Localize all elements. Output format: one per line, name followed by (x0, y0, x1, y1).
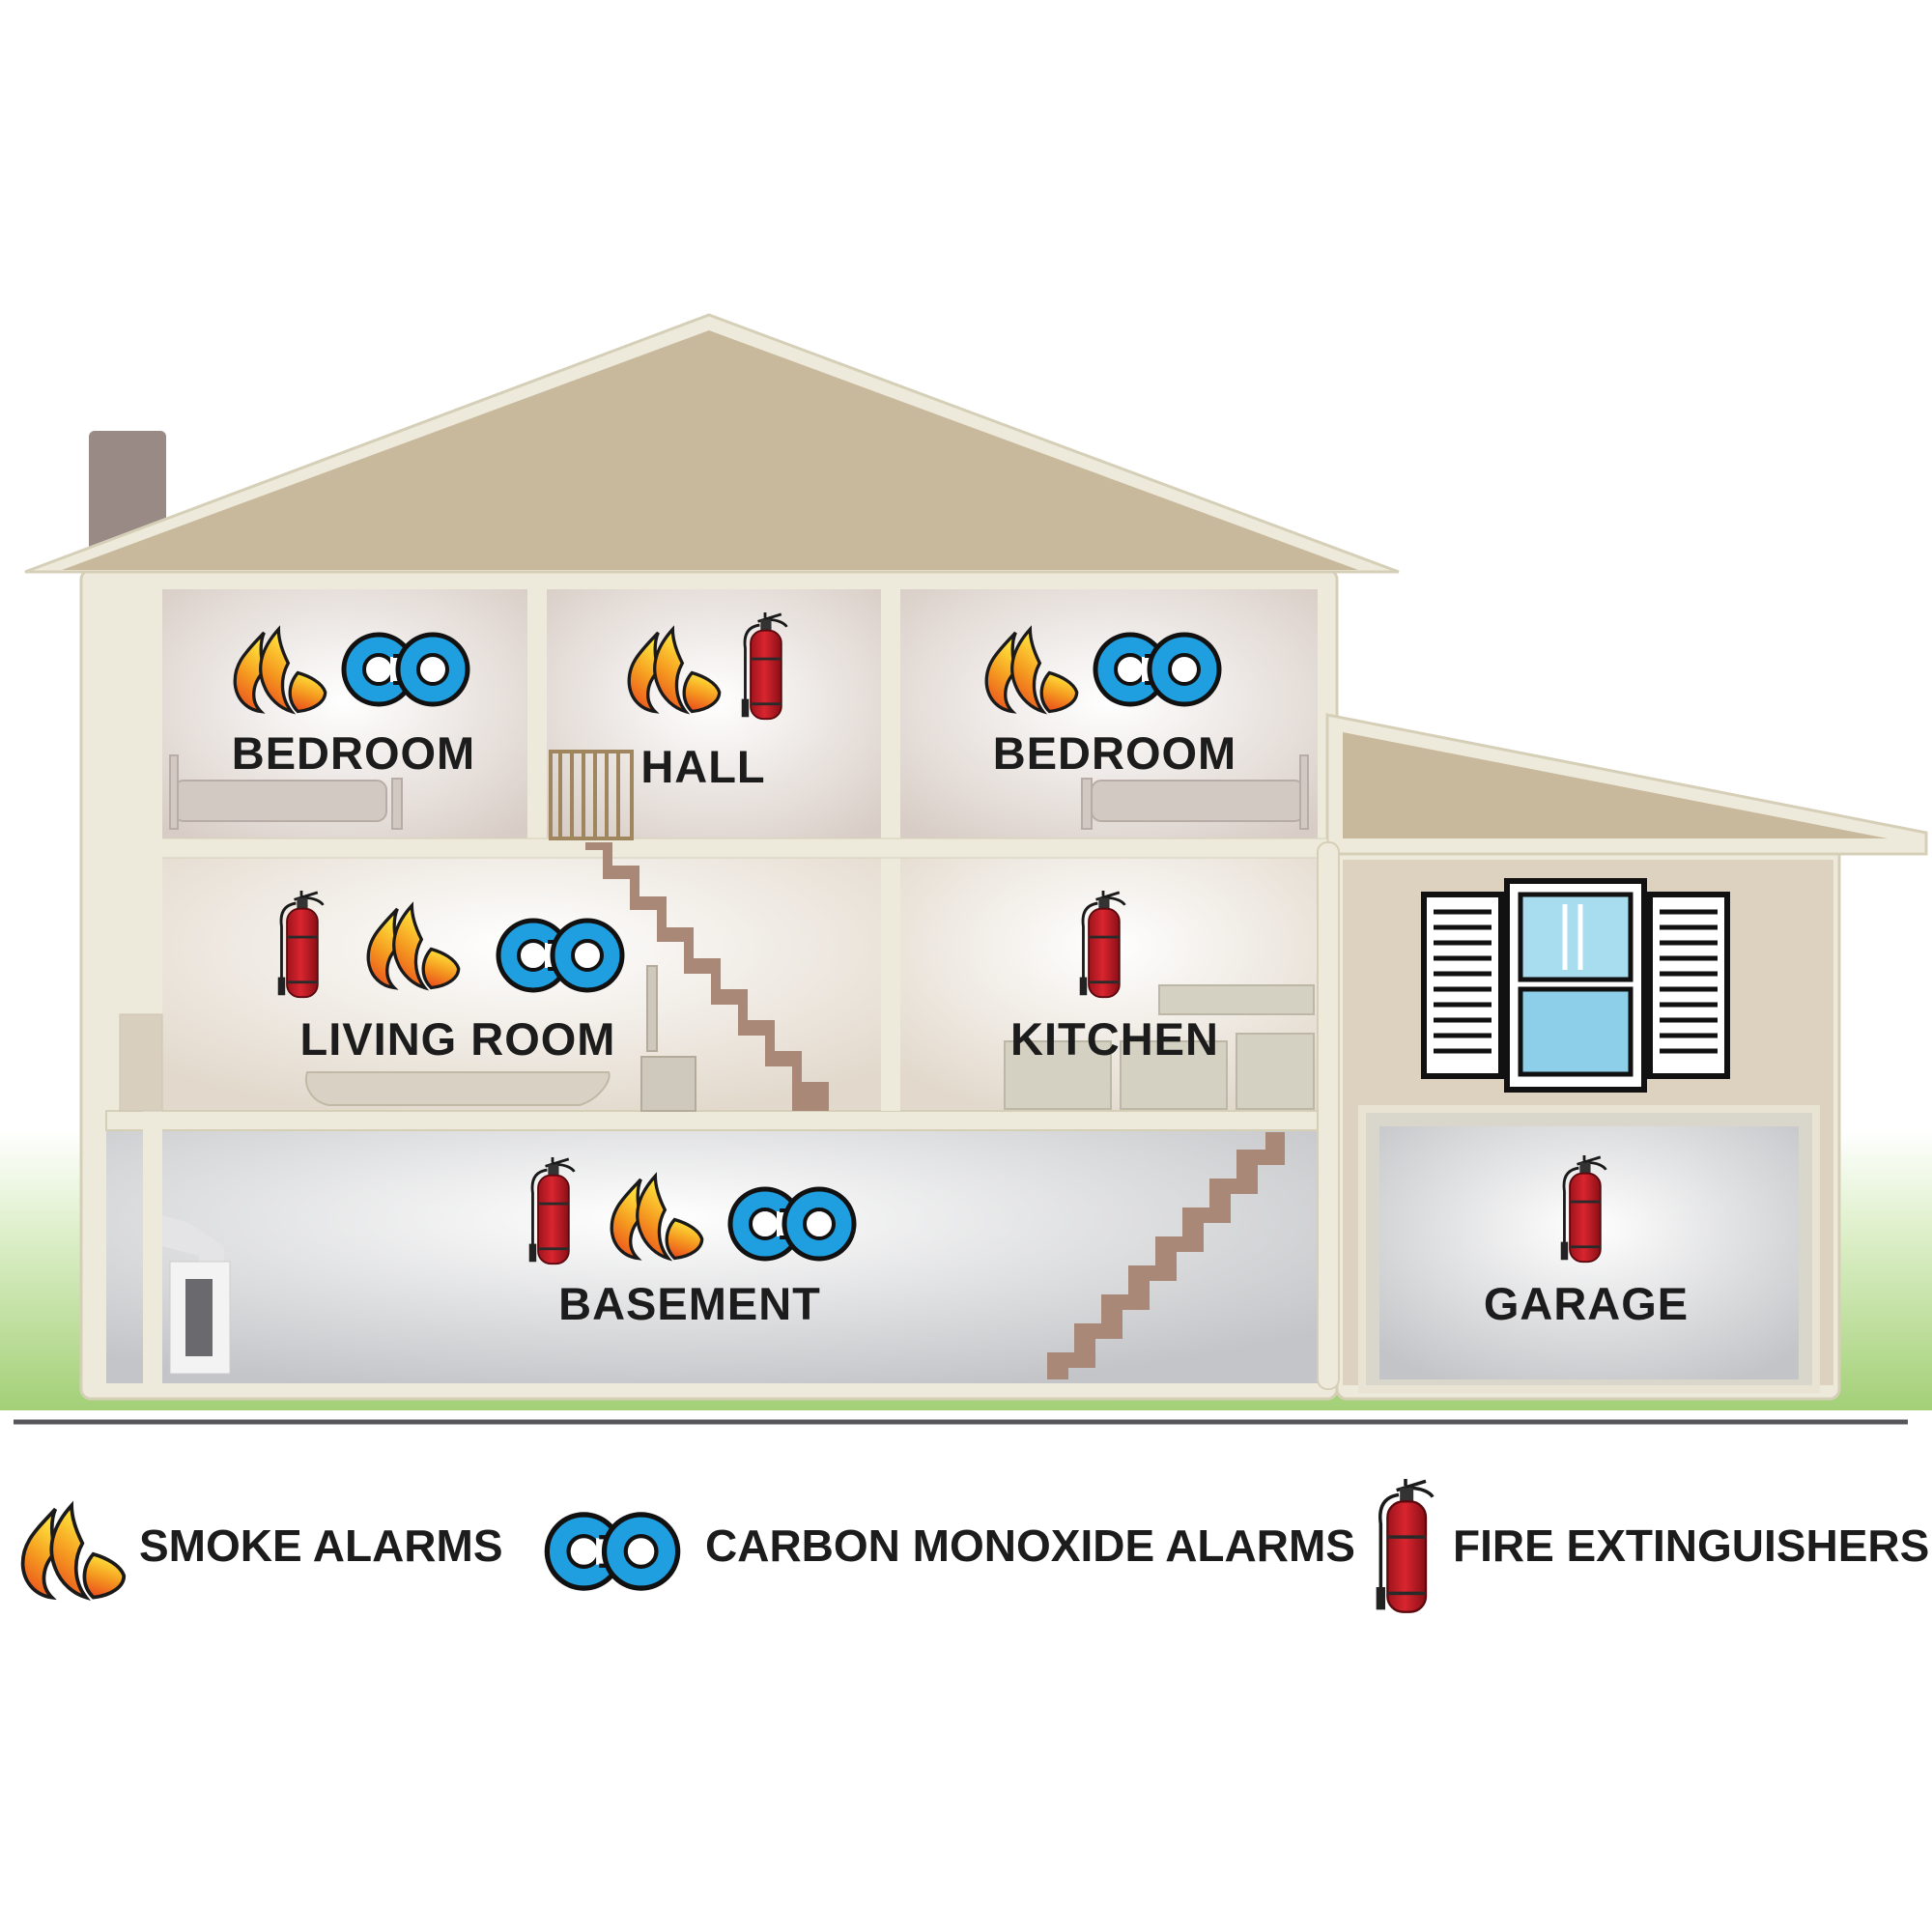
legend: SMOKE ALARMS CARBON MONOXIDE ALARMS FIRE… (23, 1477, 1929, 1614)
co-icon (730, 1189, 854, 1259)
garage-roof-fill (1343, 732, 1888, 838)
legend-item-smoke: SMOKE ALARMS (23, 1505, 503, 1597)
stairs-upper (585, 842, 829, 1111)
left-wall (143, 589, 162, 1385)
co-icon (1095, 635, 1219, 704)
dresser (640, 965, 696, 1112)
fireplace (119, 1013, 163, 1112)
room-label-living-room: LIVING ROOM (300, 1013, 616, 1065)
co-icon (547, 1515, 677, 1588)
stair-railing (549, 750, 634, 840)
stairs-basement (1047, 1132, 1285, 1379)
room-label-basement: BASEMENT (558, 1278, 821, 1329)
room-label-garage: GARAGE (1484, 1278, 1689, 1329)
legend-label-smoke: SMOKE ALARMS (139, 1520, 503, 1571)
room-label-kitchen: KITCHEN (1010, 1013, 1219, 1065)
legend-item-co: CARBON MONOXIDE ALARMS (547, 1515, 1355, 1588)
co-icon (498, 921, 622, 990)
co-icon (344, 635, 468, 704)
room-label-bedroom-right: BEDROOM (993, 727, 1236, 779)
kitchen-counters (1004, 984, 1315, 1110)
bed-right (1081, 754, 1309, 830)
pipe (1317, 841, 1340, 1390)
bed-left (169, 754, 403, 830)
room-label-bedroom-left: BEDROOM (232, 727, 475, 779)
legend-label-extinguisher: FIRE EXTINGUISHERS (1453, 1520, 1929, 1571)
main-roof-fill (62, 330, 1358, 570)
legend-label-co: CARBON MONOXIDE ALARMS (705, 1520, 1355, 1571)
basement-ledge (105, 1110, 1332, 1131)
room-hall (547, 589, 881, 838)
fire-extinguisher-icon (1374, 1477, 1435, 1614)
floor (154, 838, 1328, 859)
flame-icon (23, 1505, 125, 1597)
room-label-hall: HALL (640, 741, 765, 792)
wall (527, 589, 547, 838)
legend-item-extinguisher: FIRE EXTINGUISHERS (1374, 1477, 1929, 1614)
sofa (305, 1071, 611, 1106)
furnace (162, 1215, 231, 1375)
room-basement (106, 1130, 1327, 1383)
garage-window (1421, 878, 1730, 1093)
